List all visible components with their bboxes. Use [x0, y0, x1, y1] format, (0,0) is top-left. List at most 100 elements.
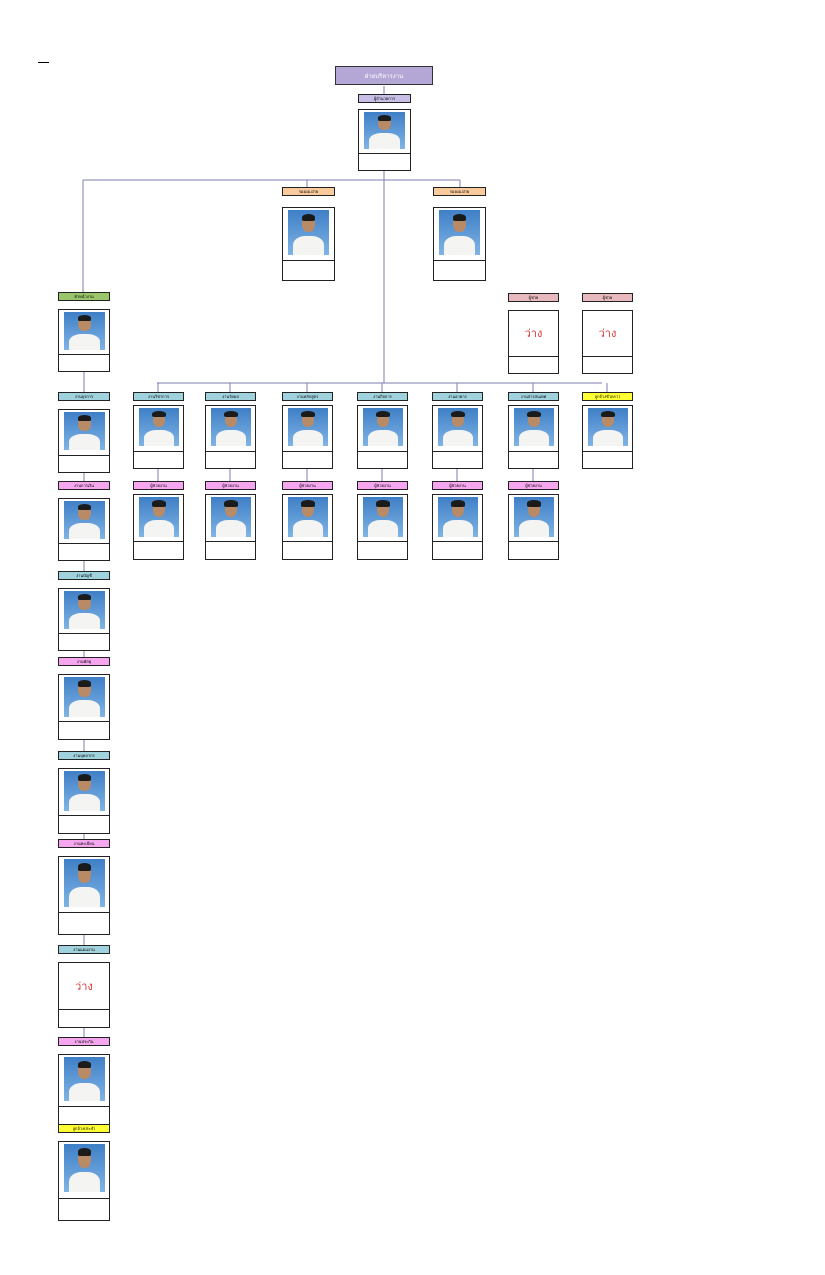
branch-top-label-8: ลูกจ้างชั่วคราว: [582, 392, 633, 401]
right-vacant-card-1: ว่าง: [508, 310, 559, 374]
right-vacant-label-1: ผู้ช่วย: [508, 293, 559, 302]
left-label-9: งานประกัน: [58, 1037, 110, 1046]
branch-bottom-label-3: ผู้ช่วยงาน: [282, 481, 333, 490]
deputy-card-1: [282, 207, 335, 281]
vacant-text: ว่าง: [598, 327, 617, 341]
deputy-label-2: รองผอ.ฝ่าย: [433, 187, 486, 196]
branch-bottom-label-7: ผู้ช่วยงาน: [508, 481, 559, 490]
branch-top-label-5: งานอาคาร: [432, 392, 483, 401]
card-divider: [59, 912, 109, 913]
card-divider: [206, 541, 255, 542]
card-divider: [283, 451, 332, 452]
branch-bottom-card-1: [133, 494, 184, 560]
card-divider: [59, 721, 109, 722]
card-divider: [358, 541, 407, 542]
portrait-photo: [139, 408, 179, 446]
card-divider: [509, 356, 558, 357]
branch-bottom-card-2: [205, 494, 256, 560]
left-card-7: [58, 856, 110, 935]
portrait-photo: [438, 497, 478, 537]
branch-top-card-8: [582, 405, 633, 469]
portrait-photo: [438, 408, 478, 446]
card-divider: [59, 543, 109, 544]
card-divider: [434, 260, 485, 261]
left-card-5: [58, 674, 110, 740]
card-divider: [583, 356, 632, 357]
portrait-photo: [588, 408, 628, 446]
portrait-photo: [139, 497, 179, 537]
branch-top-label-7: งานสารสนเทศ: [508, 392, 559, 401]
portrait-photo: [64, 1057, 105, 1101]
card-divider: [358, 451, 407, 452]
left-label-5: งานพัสดุ: [58, 657, 110, 666]
branch-bottom-label-5: ผู้ช่วยงาน: [432, 481, 483, 490]
portrait-photo: [64, 312, 105, 350]
director-card: [358, 109, 411, 171]
branch-bottom-label-1: ผู้ช่วยงาน: [133, 481, 184, 490]
left-label-7: งานทะเบียน: [58, 839, 110, 848]
card-divider: [206, 451, 255, 452]
left-card-9: [58, 1054, 110, 1127]
card-divider: [283, 260, 334, 261]
left-card-3: [58, 498, 110, 561]
left-label-3: งานการเงิน: [58, 481, 110, 490]
left-card-4: [58, 588, 110, 651]
portrait-photo: [64, 859, 105, 907]
portrait-photo: [211, 408, 251, 446]
portrait-photo: [64, 677, 105, 717]
left-label-4: งานบัญชี: [58, 571, 110, 580]
branch-bottom-card-3: [282, 494, 333, 560]
card-divider: [509, 451, 558, 452]
branch-top-card-7: [508, 405, 559, 469]
portrait-photo: [364, 112, 405, 149]
card-divider: [433, 541, 482, 542]
deputy-card-2: [433, 207, 486, 281]
chart-title: ฝ่ายบริหารงาน: [335, 66, 433, 85]
card-divider: [59, 815, 109, 816]
left-card-2: [58, 409, 110, 473]
card-divider: [59, 633, 109, 634]
branch-top-card-5: [432, 405, 483, 469]
card-divider: [283, 541, 332, 542]
portrait-photo: [363, 408, 403, 446]
branch-bottom-card-4: [357, 494, 408, 560]
right-vacant-card-2: ว่าง: [582, 310, 633, 374]
left-label-6: งานบุคลากร: [58, 751, 110, 760]
left-label-1: หัวหน้างาน: [58, 292, 110, 301]
portrait-photo: [64, 591, 105, 629]
portrait-photo: [288, 497, 328, 537]
card-divider: [359, 153, 410, 154]
left-label-10: ลูกจ้างประจำ: [58, 1124, 110, 1133]
deputy-label-1: รองผอ.ฝ่าย: [282, 187, 335, 196]
left-label-2: งานธุรการ: [58, 392, 110, 401]
left-card-6: [58, 768, 110, 834]
left-card-10: [58, 1141, 110, 1221]
portrait-photo: [363, 497, 403, 537]
card-divider: [433, 451, 482, 452]
portrait-photo: [64, 412, 105, 450]
corner-dash: [38, 62, 49, 63]
portrait-photo: [514, 497, 554, 537]
card-divider: [59, 1198, 109, 1199]
branch-top-card-4: [357, 405, 408, 469]
vacant-text: ว่าง: [75, 980, 93, 994]
card-divider: [134, 541, 183, 542]
right-vacant-label-2: ผู้ช่วย: [582, 293, 633, 302]
portrait-photo: [211, 497, 251, 537]
branch-bottom-card-7: [508, 494, 559, 560]
left-card-8: ว่าง: [58, 962, 110, 1028]
portrait-photo: [439, 210, 480, 255]
card-divider: [59, 455, 109, 456]
branch-bottom-label-4: ผู้ช่วยงาน: [357, 481, 408, 490]
left-card-1: [58, 309, 110, 372]
portrait-photo: [288, 408, 328, 446]
left-label-8: งานแผนงาน: [58, 945, 110, 954]
branch-top-label-4: งานกิจการ: [357, 392, 408, 401]
branch-top-label-3: งานหลักสูตร: [282, 392, 333, 401]
card-divider: [59, 1106, 109, 1107]
branch-bottom-card-5: [432, 494, 483, 560]
portrait-photo: [514, 408, 554, 446]
portrait-photo: [288, 210, 329, 255]
director-label: ผู้อำนวยการ: [358, 94, 411, 103]
